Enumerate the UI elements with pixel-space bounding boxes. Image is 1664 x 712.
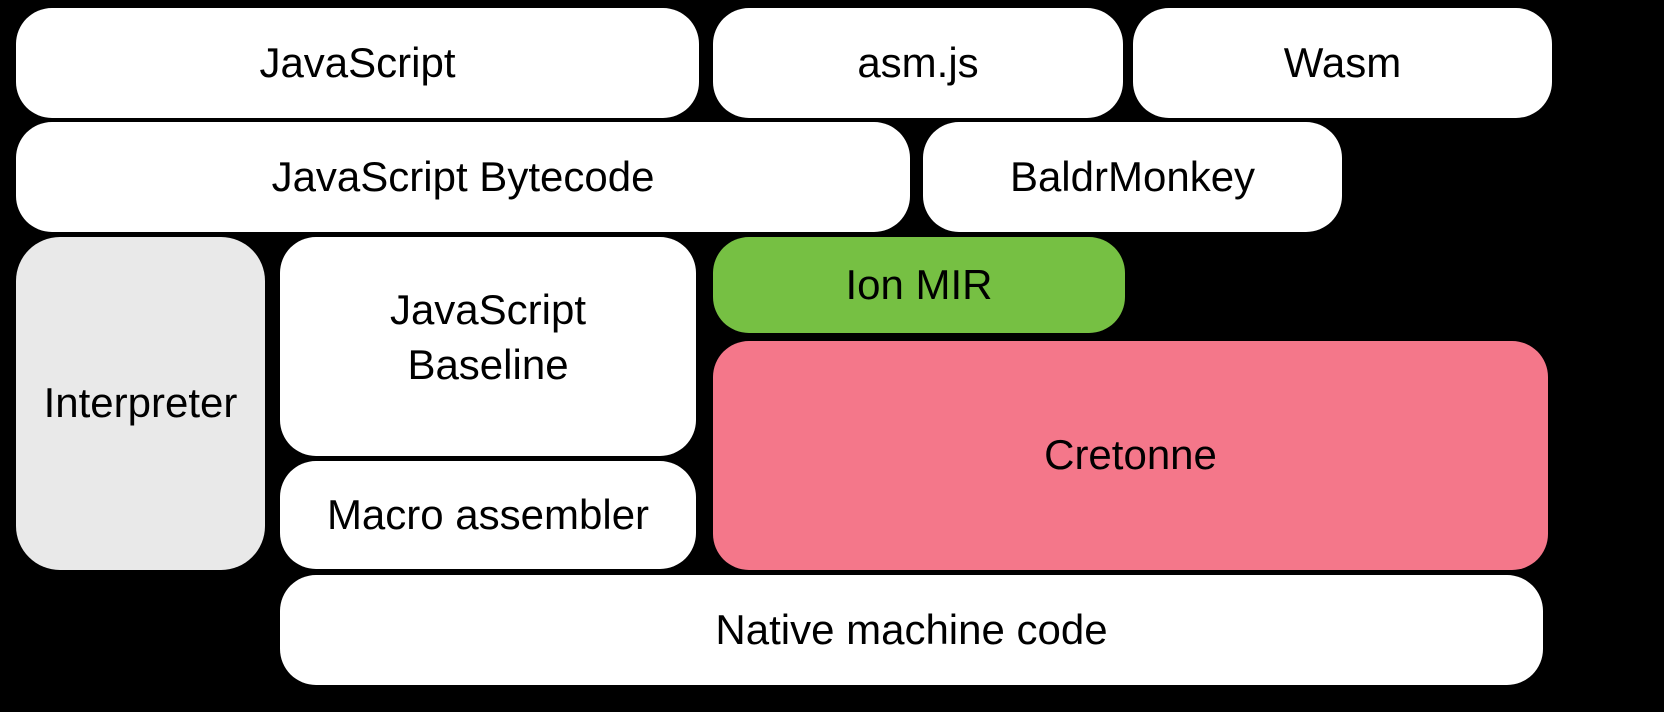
box-javascript-bytecode-label: JavaScript Bytecode (271, 152, 655, 200)
box-wasm-label: Wasm (1283, 38, 1402, 86)
box-javascript-bytecode: JavaScript Bytecode (16, 122, 910, 232)
box-javascript-label: JavaScript (259, 38, 456, 86)
box-javascript-baseline-line1: JavaScript (389, 285, 587, 333)
box-baldrmonkey-label: BaldrMonkey (1009, 152, 1256, 200)
box-macro-assembler-label: Macro assembler (326, 490, 650, 538)
box-native-machine-code: Native machine code (280, 575, 1543, 685)
box-cretonne-label: Cretonne (1044, 431, 1217, 479)
box-asmjs-label: asm.js (857, 38, 979, 86)
box-javascript: JavaScript (16, 8, 699, 118)
box-javascript-baseline: JavaScript Baseline (280, 237, 696, 456)
box-interpreter: Interpreter (16, 237, 265, 570)
box-javascript-baseline-label: JavaScript Baseline (390, 283, 586, 392)
box-macro-assembler: Macro assembler (280, 461, 696, 569)
box-native-machine-code-label: Native machine code (715, 605, 1108, 653)
box-asmjs: asm.js (713, 8, 1123, 118)
box-baldrmonkey: BaldrMonkey (923, 122, 1342, 232)
box-ion-mir: Ion MIR (713, 237, 1125, 333)
box-cretonne: Cretonne (713, 341, 1548, 570)
box-interpreter-label: Interpreter (43, 379, 238, 427)
box-wasm: Wasm (1133, 8, 1552, 118)
box-javascript-baseline-line2: Baseline (407, 340, 569, 388)
box-ion-mir-label: Ion MIR (845, 260, 993, 308)
